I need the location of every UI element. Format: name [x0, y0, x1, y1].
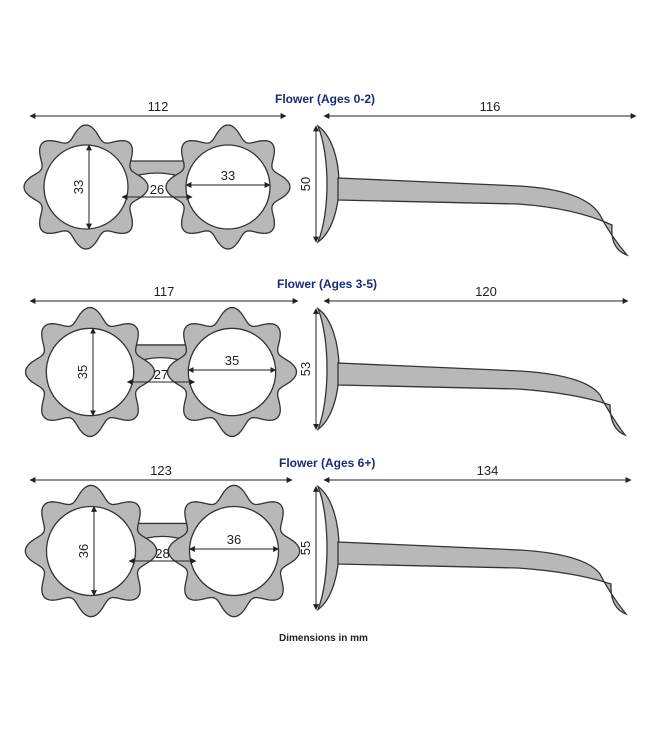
- right-lens: [185, 144, 271, 230]
- temple-arm: [337, 177, 630, 257]
- lens-height-label: 33: [71, 180, 86, 194]
- lens-width-label: 35: [225, 353, 239, 368]
- model-title: Flower (Ages 6+): [279, 456, 375, 470]
- frame-height-label: 55: [298, 541, 313, 555]
- temple-length-label: 120: [475, 284, 497, 299]
- footnote: Dimensions in mm: [279, 633, 368, 644]
- temple-length-label: 116: [480, 99, 501, 114]
- frame-height-label: 53: [298, 362, 313, 376]
- temple-arm: [337, 541, 628, 616]
- bridge-width-label: 26: [150, 182, 164, 197]
- model-title: Flower (Ages 0-2): [275, 92, 375, 106]
- bridge-width-label: 27: [154, 367, 168, 382]
- model-section: Flower (Ages 6+) 123 134 36 36 28 55: [24, 456, 632, 618]
- left-lens: [45, 327, 135, 417]
- side-rim: [316, 306, 340, 432]
- temple-arm: [337, 362, 627, 437]
- lens-height-label: 35: [75, 365, 90, 379]
- total-width-label: 123: [150, 463, 172, 478]
- total-width-label: 117: [154, 284, 175, 299]
- right-lens: [187, 327, 277, 417]
- left-lens: [45, 505, 137, 597]
- model-section: Flower (Ages 3-5) 117 120 35 35 27 53: [24, 277, 629, 438]
- right-lens: [188, 505, 280, 597]
- lens-width-label: 33: [221, 168, 235, 183]
- total-width-label: 112: [148, 99, 169, 114]
- model-title: Flower (Ages 3-5): [277, 277, 377, 291]
- bridge-width-label: 28: [155, 546, 169, 561]
- temple-length-label: 134: [477, 463, 499, 478]
- side-rim: [316, 124, 340, 244]
- left-lens: [43, 144, 129, 230]
- model-section: Flower (Ages 0-2) 112 116 33 33 26 50: [23, 92, 637, 257]
- lens-height-label: 36: [76, 544, 91, 558]
- frame-height-label: 50: [298, 177, 313, 191]
- lens-width-label: 36: [227, 532, 241, 547]
- side-rim: [316, 484, 340, 612]
